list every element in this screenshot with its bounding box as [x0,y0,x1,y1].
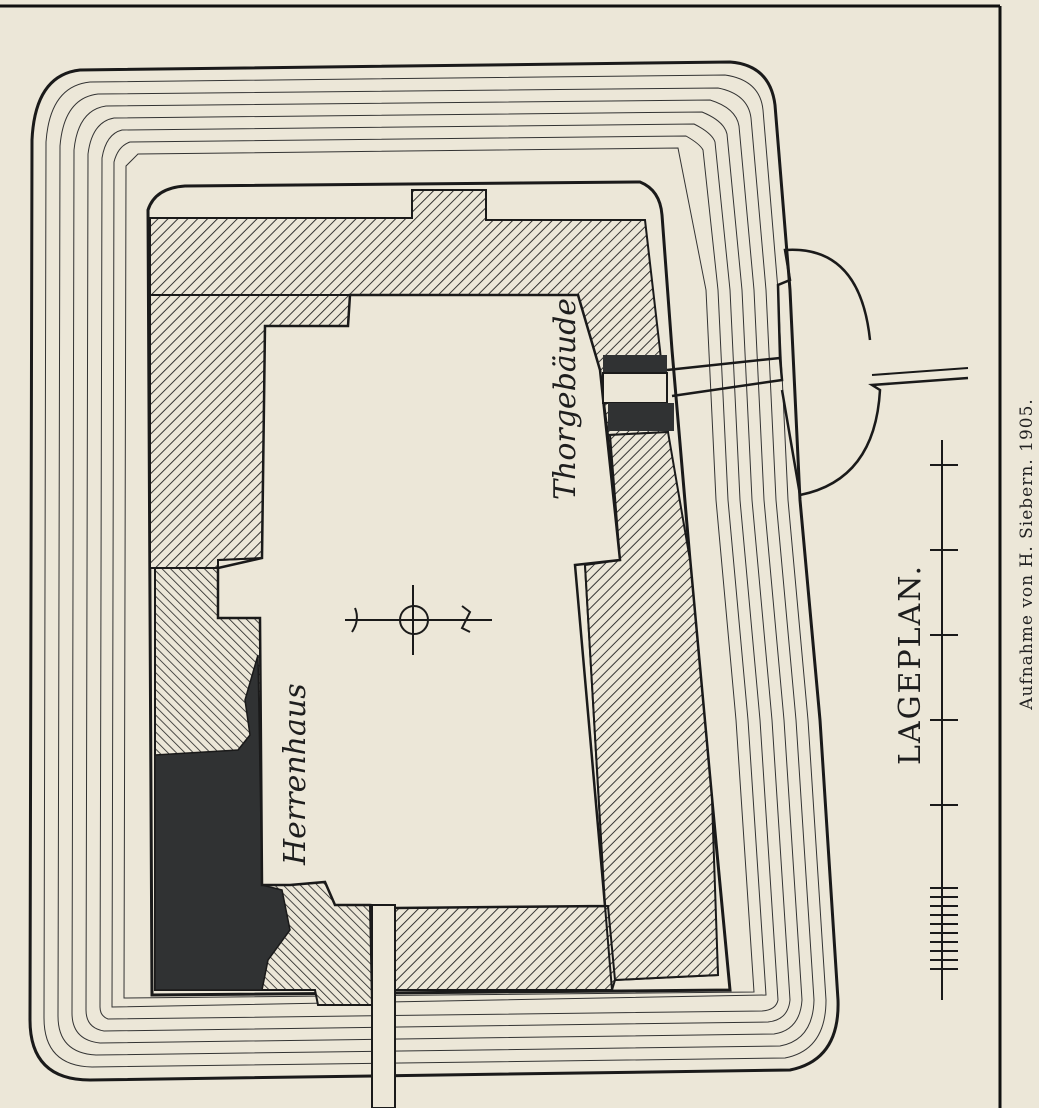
bottom-wing [394,904,614,991]
compass-symbol [345,585,492,655]
credit-line: Aufnahme von H. Siebern. 1905. [1012,0,1039,1108]
gate-bridge [602,248,969,497]
label-lageplan: LAGEPLAN. [893,564,928,765]
moat-outer-edge [28,60,840,1082]
credit-text: Aufnahme von H. Siebern. 1905. [1017,398,1038,710]
label-herrenhaus: Herrenhaus [278,683,313,866]
bottom-causeway [371,904,396,1108]
scale-bar [930,440,958,1000]
moat-water-lines [43,74,827,1068]
label-thorgebaeude: Thorgebäude [548,298,583,500]
herrenhaus-dark-section [154,654,291,991]
courtyard [216,293,622,910]
